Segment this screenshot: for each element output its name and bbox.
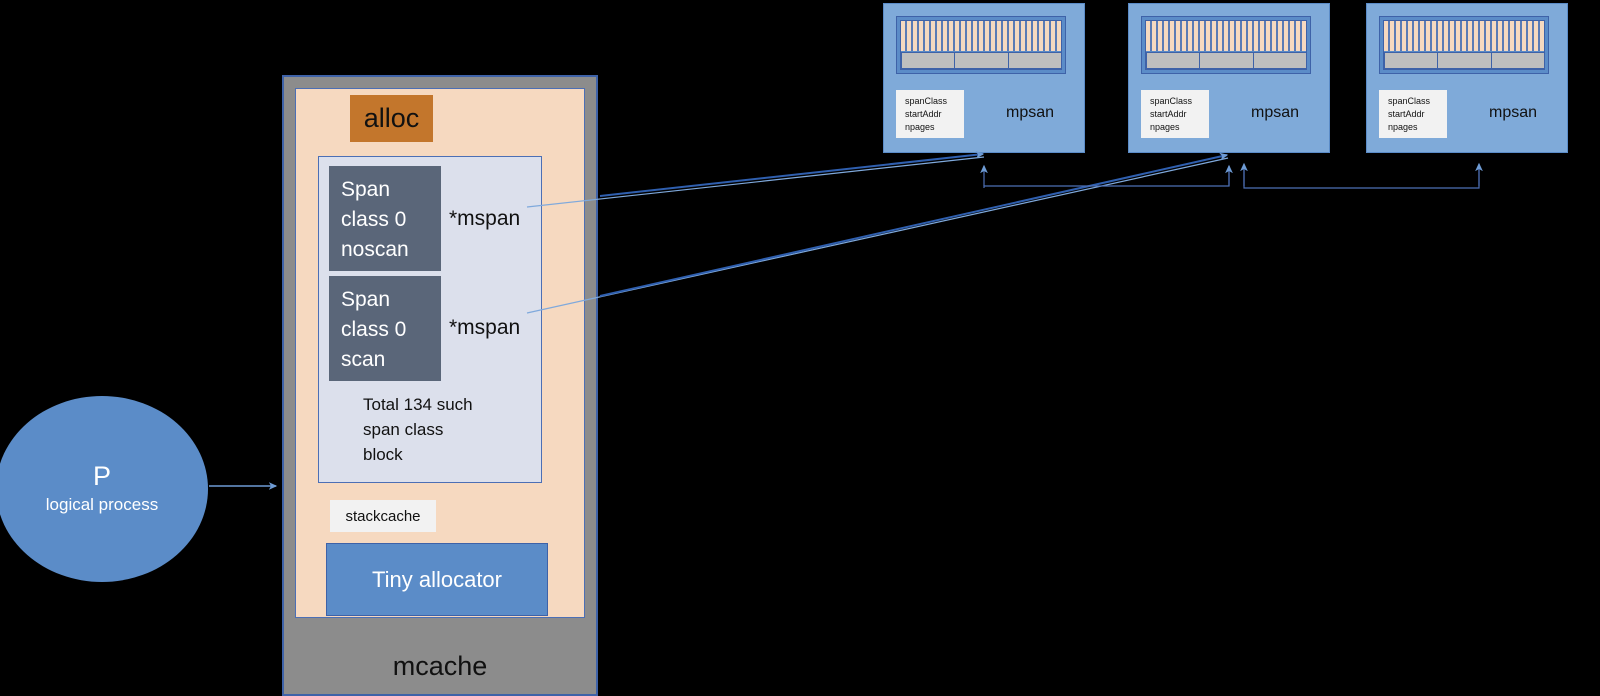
connector-mspan-1-to-mspan-2	[1243, 166, 1480, 189]
alloc-region: alloc Span class 0 noscan *mspan Span cl…	[295, 88, 585, 618]
mspan-0-page-rows	[901, 51, 1062, 69]
spanclass-entry-1-chip[interactable]: Span class 0 scan	[329, 276, 441, 381]
mspan-2-object-slots	[1384, 21, 1544, 51]
arrow-spanclass-1-to-mspan-1	[599, 152, 1229, 297]
mspan-2-page-cell	[1384, 51, 1439, 69]
mspan-2-fields: spanClass startAddr npages	[1379, 90, 1447, 138]
process-subtitle: logical process	[45, 495, 159, 514]
spanclass-entry-0-pointer: *mspan	[449, 207, 521, 230]
tiny-allocator-box[interactable]: Tiny allocator	[326, 543, 548, 616]
mspan-0-title: mpsan	[1005, 104, 1055, 121]
spanclass-entry-1-line-0: Span	[341, 288, 391, 311]
mspan-2-page-rows	[1384, 51, 1545, 69]
mspan-0-memory-layout	[896, 16, 1066, 74]
mspan-0-field-spanclass: spanClass	[905, 96, 948, 106]
mspan-0-fields: spanClass startAddr npages	[896, 90, 964, 138]
spanclass-entry-0-chip[interactable]: Span class 0 noscan	[329, 166, 441, 271]
mspan-1-field-npages: npages	[1150, 122, 1180, 132]
alloc-label-chip: alloc	[350, 95, 433, 142]
mspan-0-page-cell	[901, 51, 956, 69]
mspan-0-object-slots	[901, 21, 1061, 51]
spanclass-entry-0-line-2: noscan	[341, 238, 409, 261]
mspan-0-field-npages: npages	[905, 122, 935, 132]
mspan-2-memory-layout	[1379, 16, 1549, 74]
spanclass-total-note-line-0: Total 134 such	[363, 395, 473, 414]
mspan-1-page-cell	[1146, 51, 1201, 69]
stackcache-label: stackcache	[345, 507, 421, 525]
mspan-1-title: mpsan	[1250, 104, 1300, 121]
spanclass-entry-1-line-2: scan	[341, 348, 386, 371]
mspan-box-1[interactable]: spanClass startAddr npages mpsan	[1128, 3, 1330, 153]
mspan-0-page-cell	[1007, 51, 1062, 69]
mspan-2-page-cell	[1490, 51, 1545, 69]
pointer-line-spanclass-1	[526, 157, 1229, 314]
mspan-1-field-startaddr: startAddr	[1150, 109, 1187, 119]
mspan-0-memory-inner	[900, 20, 1062, 70]
mspan-1-page-cell	[1199, 51, 1254, 69]
logical-process-node[interactable]: P logical process	[0, 396, 208, 582]
mspan-box-2[interactable]: spanClass startAddr npages mpsan	[1366, 3, 1568, 153]
mspan-1-fields: spanClass startAddr npages	[1141, 90, 1209, 138]
mspan-1-object-slots	[1146, 21, 1306, 51]
mspan-box-0[interactable]: spanClass startAddr npages mpsan	[883, 3, 1085, 153]
mspan-0-field-startaddr: startAddr	[905, 109, 942, 119]
mspan-2-field-startaddr: startAddr	[1388, 109, 1425, 119]
arrow-spanclass-0-to-mspan-0	[599, 150, 985, 197]
mspan-2-title: mpsan	[1488, 104, 1538, 121]
mspan-0-page-cell	[954, 51, 1009, 69]
mspan-1-memory-layout	[1141, 16, 1311, 74]
tiny-allocator-label: Tiny allocator	[371, 566, 502, 592]
spanclass-total-note-line-2: block	[363, 445, 403, 464]
connector-mspan-0-to-mspan-1	[983, 166, 1230, 188]
stackcache-box[interactable]: stackcache	[330, 500, 436, 532]
mspan-2-field-spanclass: spanClass	[1388, 96, 1431, 106]
alloc-label: alloc	[363, 103, 420, 133]
spanclass-total-note-line-1: span class	[363, 420, 444, 439]
mcache-label: mcache	[392, 651, 488, 681]
spanclass-entry-1-pointer: *mspan	[449, 316, 521, 339]
mspan-1-page-cell	[1252, 51, 1307, 69]
mspan-2-memory-inner	[1383, 20, 1545, 70]
process-name: P	[92, 461, 111, 491]
spanclass-total-note: Total 134 such span class block	[363, 392, 533, 467]
mspan-1-page-rows	[1146, 51, 1307, 69]
mcache-box[interactable]: alloc Span class 0 noscan *mspan Span cl…	[282, 75, 598, 696]
mspan-2-page-cell	[1437, 51, 1492, 69]
spanclass-entry-1-line-1: class 0	[341, 318, 407, 341]
spanclass-entry-0-line-0: Span	[341, 178, 391, 201]
mspan-1-memory-inner	[1145, 20, 1307, 70]
mspan-2-field-npages: npages	[1388, 122, 1418, 132]
spanclass-entry-0-line-1: class 0	[341, 208, 407, 231]
spanclass-panel: Span class 0 noscan *mspan Span class 0 …	[318, 156, 542, 483]
mspan-1-field-spanclass: spanClass	[1150, 96, 1193, 106]
